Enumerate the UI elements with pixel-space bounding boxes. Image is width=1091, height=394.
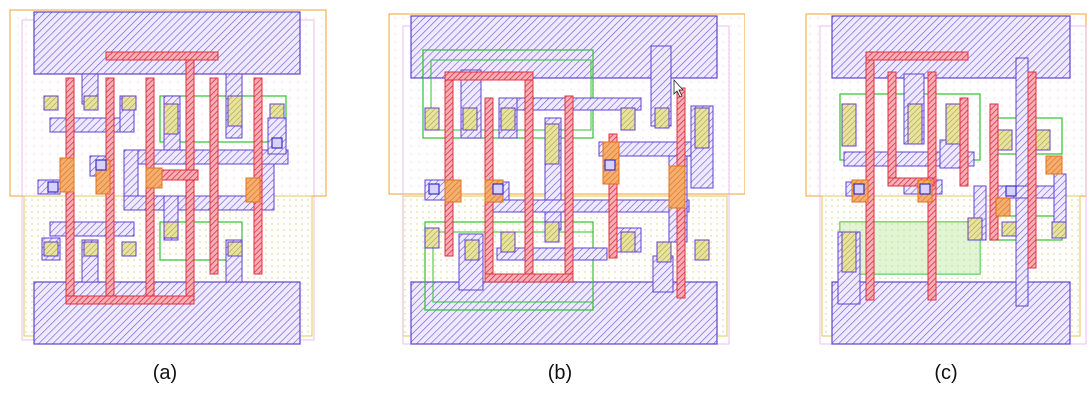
poly-gate (564, 95, 574, 281)
via (271, 137, 283, 149)
diff-contact (544, 221, 560, 243)
diff-contact (841, 103, 857, 147)
poly-gate (145, 77, 155, 305)
diff-contact (654, 107, 670, 129)
layout-panel-a (0, 0, 340, 360)
diff-contact (464, 239, 480, 261)
via (919, 183, 931, 195)
gnd-rail (33, 281, 301, 345)
metal-route (1015, 57, 1029, 307)
via (47, 181, 59, 193)
metal-route (267, 117, 287, 155)
diff-contact (227, 241, 243, 257)
poly-gate (1027, 71, 1037, 269)
poly-contact (245, 177, 261, 203)
diff-contact (967, 217, 983, 241)
poly-loop (65, 295, 195, 305)
poly-gate (608, 133, 618, 259)
diff-contact (500, 231, 516, 253)
diff-contact (841, 231, 857, 273)
diff-contact (121, 95, 137, 111)
diff-contact (620, 231, 636, 253)
poly-gate (989, 103, 999, 241)
poly-contact (1045, 155, 1063, 175)
via (853, 183, 865, 195)
diff-contact (620, 107, 636, 131)
poly-loop (105, 51, 219, 61)
diff-contact (424, 107, 440, 131)
active-n-fill (840, 222, 980, 274)
diff-contact (462, 107, 478, 131)
mouse-pointer-icon (673, 78, 684, 98)
diff-contact (1001, 221, 1017, 237)
vdd-rail (33, 11, 301, 75)
caption-b: (b) (547, 362, 573, 384)
diff-contact (1051, 221, 1067, 239)
poly-gate (253, 77, 263, 275)
poly-gate (209, 77, 219, 275)
poly-contact (444, 179, 462, 203)
diff-contact (83, 241, 99, 257)
poly-gate (524, 71, 534, 281)
poly-contact (995, 197, 1011, 217)
poly-loop (444, 71, 534, 81)
poly-gate (959, 97, 969, 187)
diff-contact (997, 129, 1013, 151)
via (95, 159, 107, 171)
diff-contact (227, 95, 243, 127)
diff-contact (945, 103, 961, 145)
poly-gate (887, 71, 897, 187)
diff-contact (500, 107, 516, 131)
via (428, 183, 440, 195)
poly-loop (484, 273, 574, 283)
poly-gate (444, 71, 454, 257)
poly-gate (865, 51, 875, 301)
diff-contact (544, 123, 560, 165)
poly-loop (865, 51, 969, 61)
diff-contact (83, 95, 99, 111)
poly-contact (59, 157, 75, 193)
diff-contact (694, 239, 710, 261)
diff-contact (43, 95, 59, 111)
diff-contact (424, 227, 440, 249)
via (492, 183, 504, 195)
diff-contact (1035, 129, 1051, 151)
poly-contact (668, 165, 686, 209)
diff-contact (121, 241, 137, 257)
diff-contact (43, 241, 59, 257)
metal-route (484, 199, 690, 213)
diff-contact (269, 103, 285, 119)
caption-a: (a) (152, 362, 178, 384)
diff-contact (163, 103, 179, 135)
layout-panel-c (800, 0, 1091, 360)
diff-contact (163, 221, 179, 239)
diff-contact (907, 103, 923, 145)
diff-contact (694, 107, 710, 149)
poly-loop (887, 177, 935, 187)
metal-route (49, 221, 135, 237)
caption-c: (c) (934, 362, 958, 384)
via (604, 159, 616, 171)
poly-contact (145, 167, 163, 189)
via (1005, 185, 1017, 197)
diff-contact (656, 241, 672, 263)
layout-panel-b (385, 0, 745, 360)
